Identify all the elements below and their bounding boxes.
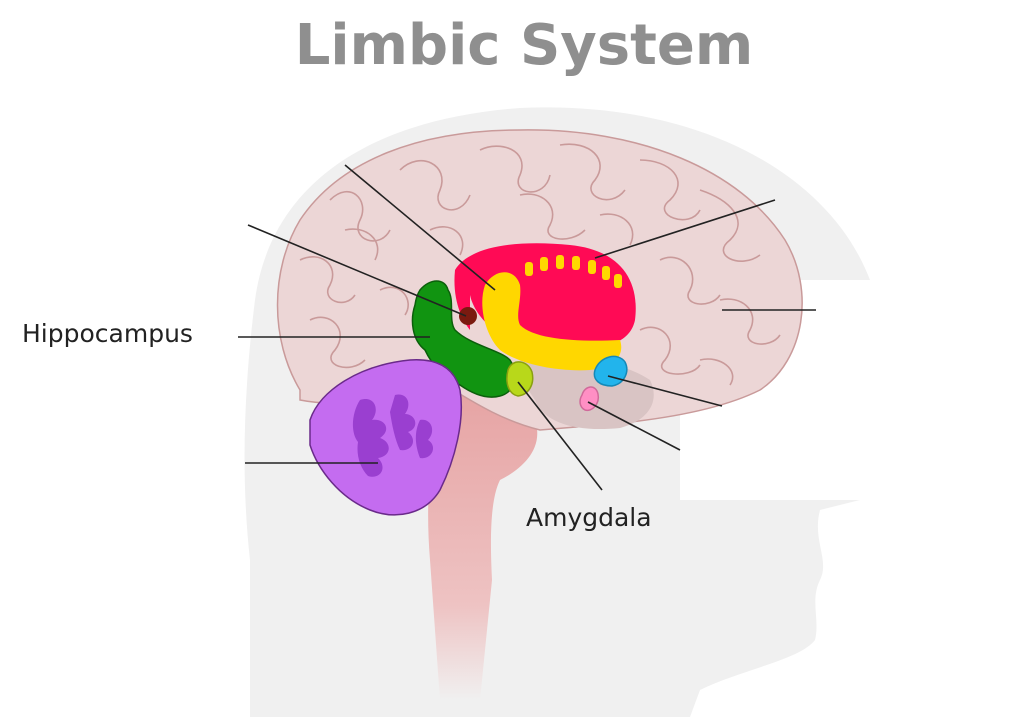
leader-pituitary	[587, 401, 681, 451]
amygdala	[506, 361, 534, 397]
fornix	[482, 272, 622, 371]
label-hippocampus: Hippocampus	[22, 319, 193, 348]
cerebral-gyri	[299, 143, 781, 386]
leader-fornix	[344, 164, 496, 291]
cingulate-dashes	[525, 255, 622, 288]
leader-hypothalamus	[607, 375, 723, 407]
cerebellum	[309, 359, 463, 516]
leader-mammillary-body	[247, 224, 467, 317]
mammillary-body	[459, 307, 477, 325]
label-amygdala: Amygdala	[526, 503, 652, 532]
leader-cingulate-gyrus	[594, 199, 776, 259]
cerebellum-arbor	[352, 394, 434, 477]
page-title: Limbic System	[295, 13, 753, 78]
brainstem	[428, 386, 538, 700]
leader-lines	[238, 164, 816, 491]
face-cutout	[680, 400, 880, 500]
leader-amygdala	[517, 381, 603, 491]
